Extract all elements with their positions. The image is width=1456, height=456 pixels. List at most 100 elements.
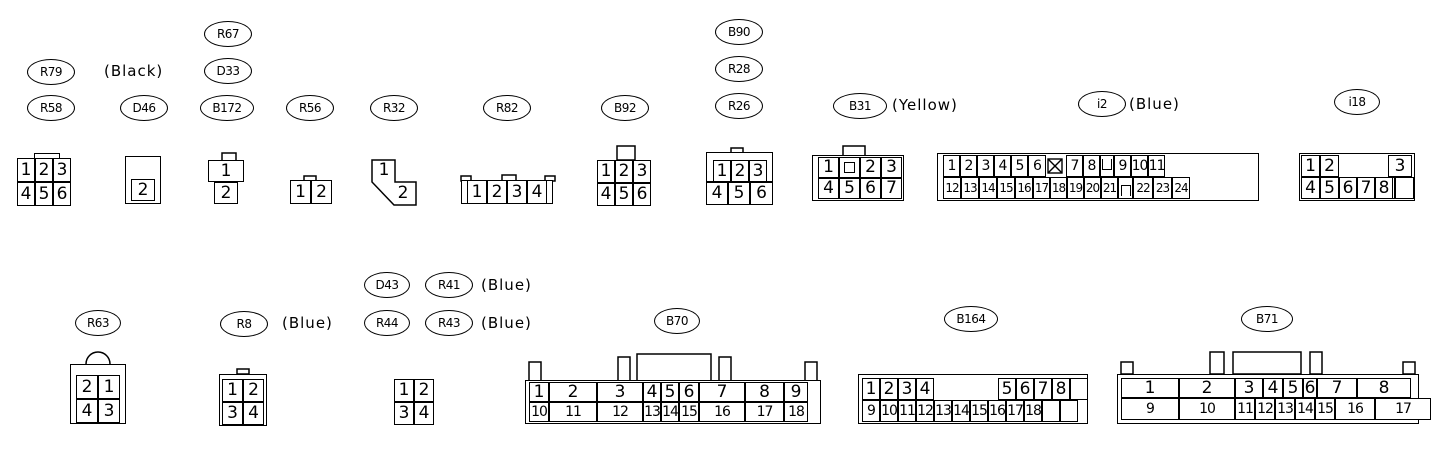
pin: 3 — [898, 378, 916, 400]
color-note: (Yellow) — [892, 96, 958, 114]
pin: 24 — [1172, 177, 1190, 199]
pin: 4 — [1301, 177, 1320, 199]
pin: 2 — [615, 160, 633, 183]
pin: 1 — [378, 160, 390, 180]
pin: 1 — [222, 379, 243, 402]
pin: 3 — [507, 180, 527, 204]
pin: 3 — [977, 155, 994, 177]
pin: 4 — [597, 183, 615, 206]
pin: 9 — [1121, 398, 1179, 420]
pin: 2 — [487, 180, 507, 204]
pin: 15 — [1315, 398, 1335, 420]
pin: 4 — [818, 178, 839, 199]
pin: 1 — [529, 382, 549, 402]
pin: 10 — [880, 400, 898, 422]
connector-id-r56: R56 — [286, 95, 334, 121]
pin: 12 — [597, 402, 643, 422]
color-note: (Blue) — [1129, 95, 1180, 113]
pin: 13 — [934, 400, 952, 422]
blank-pin — [839, 157, 860, 178]
connector-id-d33: D33 — [204, 58, 252, 84]
pin: 16 — [1335, 398, 1375, 420]
pin: 4 — [643, 382, 661, 402]
pin: 2 — [414, 379, 434, 402]
connector-id-i18: i18 — [1334, 89, 1380, 115]
pin: 2 — [214, 182, 238, 204]
pin: 5 — [615, 183, 633, 206]
pin: 8 — [1375, 177, 1393, 199]
connector-id-b71: B71 — [1241, 306, 1293, 332]
pin: 4 — [17, 182, 35, 206]
pin: 1 — [1301, 155, 1320, 177]
connector-id-r44: R44 — [364, 310, 410, 336]
pin — [1060, 400, 1078, 422]
pin: 6 — [679, 382, 699, 402]
pin: 9 — [862, 400, 880, 422]
pin: 20 — [1084, 177, 1101, 199]
pin: 3 — [222, 402, 243, 425]
connector-id-b172: B172 — [200, 95, 254, 121]
blank-pin — [1045, 155, 1065, 177]
pin: 4 — [527, 180, 547, 204]
blank-pin — [1100, 155, 1114, 177]
pin: 4 — [994, 155, 1011, 177]
pin: 17 — [1033, 177, 1050, 199]
pin: 11 — [1148, 155, 1165, 177]
connector-id-b92: B92 — [601, 95, 649, 121]
pin: 6 — [860, 178, 881, 199]
pin: 16 — [988, 400, 1006, 422]
pin: 14 — [1295, 398, 1315, 420]
pin: 17 — [745, 402, 784, 422]
pin: 6 — [750, 182, 773, 205]
pin: 14 — [979, 177, 997, 199]
pin: 3 — [881, 157, 902, 178]
connector-id-r43: R43 — [425, 310, 473, 336]
pin: 6 — [1028, 155, 1046, 177]
connector-id-b90: B90 — [715, 19, 763, 45]
connector-id-r63: R63 — [75, 310, 121, 336]
pin: 18 — [1050, 177, 1067, 199]
pin: 2 — [960, 155, 977, 177]
pin: 10 — [529, 402, 549, 422]
pin: 1 — [862, 378, 880, 400]
pin: 11 — [898, 400, 916, 422]
pin: 5 — [35, 182, 53, 206]
pin — [1070, 378, 1088, 400]
pin: 1 — [394, 379, 414, 402]
pin: 19 — [1067, 177, 1084, 199]
pin: 1 — [818, 157, 839, 178]
pin: 8 — [1083, 155, 1100, 177]
pin: 14 — [952, 400, 970, 422]
connector-id-r26: R26 — [715, 93, 763, 119]
pin: 2 — [76, 375, 98, 399]
pin: 6 — [1016, 378, 1034, 400]
pin: 2 — [397, 182, 409, 203]
pin: 1 — [1121, 378, 1179, 398]
connector-id-r79: R79 — [27, 59, 75, 85]
pin: 4 — [414, 402, 434, 425]
pin: 5 — [1283, 378, 1303, 398]
connector-id-b31: B31 — [833, 93, 887, 119]
pin: 8 — [1052, 378, 1070, 400]
connector-id-d43: D43 — [364, 272, 410, 298]
connector-id-r8: R8 — [220, 311, 268, 337]
connector-id-r28: R28 — [715, 56, 763, 82]
pin: 3 — [633, 160, 651, 183]
color-note: (Black) — [104, 62, 164, 80]
connector-id-r82: R82 — [483, 95, 531, 121]
pin: 7 — [1034, 378, 1052, 400]
connector-id-r41: R41 — [425, 272, 473, 298]
pin: 13 — [1275, 398, 1295, 420]
pin: 2 — [549, 382, 597, 402]
pin: 18 — [784, 402, 808, 422]
pin: 3 — [53, 158, 71, 182]
pin: 3 — [394, 402, 414, 425]
pin: 12 — [1255, 398, 1275, 420]
pin: 5 — [728, 182, 750, 205]
pin: 15 — [679, 402, 699, 422]
pin — [1395, 177, 1414, 199]
pin: 7 — [1357, 177, 1375, 199]
pin: 2 — [243, 379, 264, 402]
pin: 1 — [17, 158, 35, 182]
